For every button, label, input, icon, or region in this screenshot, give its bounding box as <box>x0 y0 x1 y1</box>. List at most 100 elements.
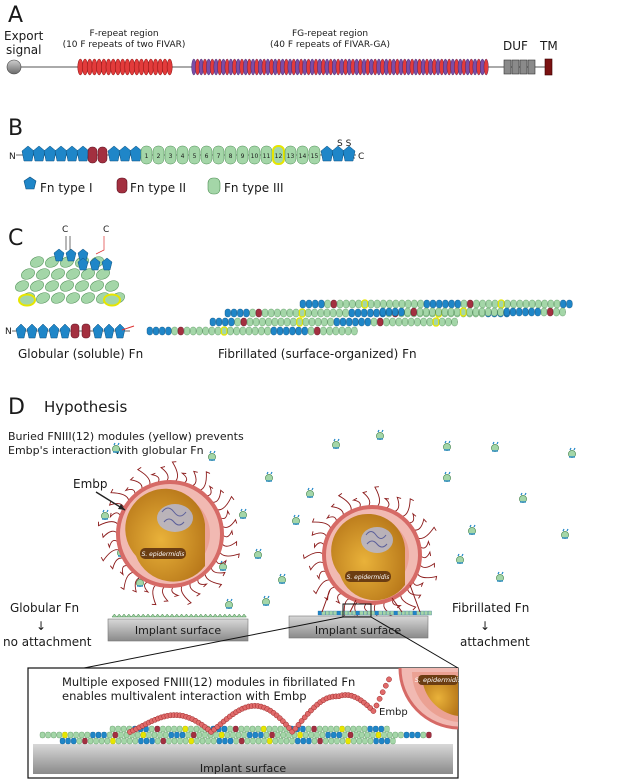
fn-type3-number: 10 <box>251 153 259 160</box>
fibril-strand-3-module <box>224 308 231 318</box>
fibril-strand-4-module <box>504 299 511 309</box>
f-repeat-module <box>96 58 102 76</box>
surface-fn-module <box>121 613 127 618</box>
fibril-strand-2-module <box>296 317 304 327</box>
inset-fn-module <box>250 737 256 745</box>
soluble-fn-core <box>208 453 216 461</box>
fibril-strand-3-module <box>336 308 343 318</box>
inset-fn-module <box>183 737 189 745</box>
fn-type3-module <box>236 145 249 165</box>
soluble-fn-molecule <box>239 508 247 519</box>
fibril-strand-1-module <box>208 326 215 336</box>
fibril-strand-3-module <box>317 308 324 318</box>
globular-type3-module <box>30 256 44 268</box>
fibril-strand-5-module <box>459 307 467 317</box>
inset-fn-module <box>238 725 244 733</box>
surface-fn-module <box>149 613 156 618</box>
fn-type1-module <box>54 145 68 162</box>
fibril-strand-5-module <box>534 307 541 317</box>
embp-hair <box>308 561 326 571</box>
surface-fn-left <box>111 613 247 618</box>
surface-fn-module <box>193 613 199 618</box>
left-arrow: ↓ <box>36 619 46 633</box>
inset-fn-module <box>219 731 225 739</box>
inset-fn-module <box>112 731 118 739</box>
fn-type3-module <box>164 145 177 165</box>
soluble-fn-core <box>112 445 120 453</box>
f-repeat-module <box>115 58 121 76</box>
inset-fn-module <box>160 725 166 733</box>
inset-fn-module <box>194 737 200 745</box>
inset-fn-module <box>177 737 183 745</box>
soluble-fn-molecule <box>225 598 233 609</box>
surface-fn-module <box>217 613 223 618</box>
inset-fn-module <box>101 731 107 739</box>
f-repeat-module <box>124 58 131 76</box>
inset-fn-module <box>205 737 211 745</box>
inset-fn-module <box>76 737 82 745</box>
fibril-strand-5-module <box>423 307 430 317</box>
embp-hair <box>324 586 337 601</box>
fn-type1-module <box>331 145 345 162</box>
globular-type3-module <box>51 292 65 304</box>
surface-fn-module <box>135 613 142 618</box>
fibril-strand-2-module <box>240 317 247 327</box>
soluble-fn-molecule <box>101 509 109 520</box>
fibril-strand-4-module <box>349 299 356 309</box>
embp-hair <box>204 572 223 588</box>
fibril-strand-4-module <box>497 299 505 309</box>
inset-fn-module <box>306 737 312 745</box>
globular-type1-module <box>37 323 49 339</box>
c-terminus-label: C <box>358 152 364 162</box>
inset-fn-module <box>258 731 264 739</box>
inset-fn-module <box>255 725 261 733</box>
inset-fn-module <box>280 731 286 739</box>
zoom-line-right <box>370 616 459 669</box>
fibril-strand-2-module <box>315 317 322 327</box>
fibril-strand-2-module <box>271 317 278 327</box>
fibril-strand-4-module <box>541 299 548 309</box>
inset-fn-module <box>353 731 359 739</box>
globular-type3-module <box>36 292 50 304</box>
fibrillated-fn <box>146 299 573 336</box>
inset-fn-module <box>174 731 180 739</box>
soluble-fn-molecule <box>568 447 576 458</box>
soluble-fn-arm <box>457 553 464 564</box>
soluble-fn-arm <box>279 573 286 584</box>
embp-label: Embp <box>73 477 108 491</box>
surface-fn-module <box>154 613 161 618</box>
fibril-strand-5-module <box>441 307 448 317</box>
soluble-fn-arm <box>569 447 576 458</box>
fn-type3-module <box>140 145 153 165</box>
inset-fn-module <box>67 731 74 739</box>
fibril-strand-1-module <box>326 326 333 336</box>
inset-fn-module <box>73 731 79 739</box>
bacterium-label-left: S. epidermidis <box>142 551 185 558</box>
inset-fn-module <box>121 725 127 733</box>
surface-fibril-module <box>424 610 428 616</box>
fibril-strand-1-module <box>171 326 178 336</box>
fibril-strand-5-module <box>472 307 479 317</box>
fibril-strand-1-module <box>227 326 234 336</box>
fibril-strand-1-module <box>183 326 190 336</box>
inset-fn-module <box>263 731 270 739</box>
fibril-strand-1-module <box>308 326 315 336</box>
fibril-strand-2-module <box>215 317 222 327</box>
surface-fn-module <box>145 613 151 618</box>
surface-fibril-module <box>363 610 368 616</box>
globular-type3-module <box>45 280 59 292</box>
fn-type1-module <box>107 145 121 162</box>
inset-fn-module <box>390 737 396 745</box>
fibril-strand-3-module <box>255 308 262 318</box>
globular-type1-module <box>103 323 115 339</box>
inset-fn-module <box>384 737 390 745</box>
soluble-fn-core <box>568 450 576 458</box>
inset-fn-module <box>381 731 387 739</box>
surface-fn-module <box>188 613 195 618</box>
soluble-fn-arm <box>209 450 216 461</box>
fibril-strand-4-module <box>473 299 480 309</box>
fibril-strand-5-module <box>404 307 411 317</box>
inset-fn-module <box>356 737 362 745</box>
fibril-strand-2-module <box>234 317 241 327</box>
fibril-strand-1-module <box>165 326 172 336</box>
